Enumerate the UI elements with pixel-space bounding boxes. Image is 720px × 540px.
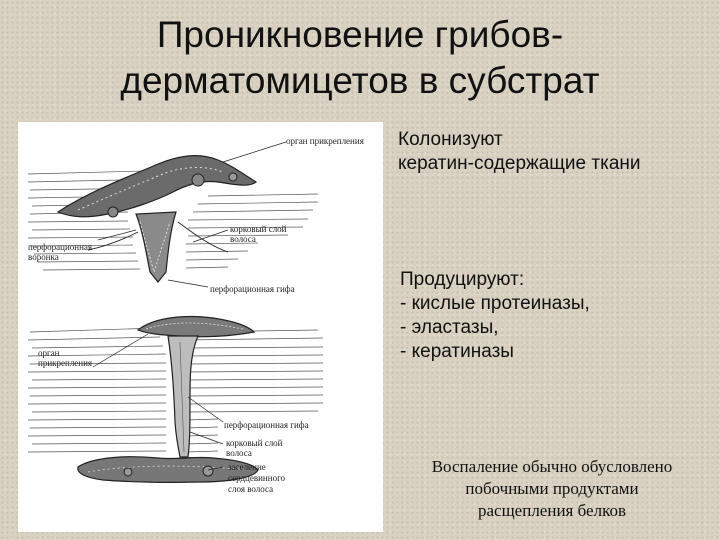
label-cortex-top-1: корковый слой [230, 224, 287, 234]
colonize-line-1: Колонизуют [398, 129, 503, 150]
label-perforation-hypha-bottom: перфорационная гифа [224, 420, 309, 430]
produce-line-2: - кислые протеиназы, [400, 293, 590, 314]
label-attachment-organ-top: орган прикрепления [286, 136, 364, 146]
note-line-3: расщепления белков [478, 501, 626, 520]
lower-medulla-colonization [77, 456, 259, 483]
label-cortex-bottom-1: корковый слой [226, 438, 283, 448]
label-perforation-funnel-1: перфорационная [28, 242, 93, 252]
upper-hatching [27, 169, 319, 271]
illustration-drawing [27, 141, 324, 483]
label-medulla-1: заселение [228, 462, 266, 472]
label-attachment-organ-left-1: орган [38, 348, 60, 358]
title-line-2: дерматомицетов в субстрат [120, 60, 600, 101]
colonize-text: Колонизуют кератин-содержащие ткани [398, 128, 641, 176]
label-medulla-2: сердцевинного [228, 473, 286, 483]
produce-line-1: Продуцируют: [400, 269, 525, 290]
label-medulla-3: слоя волоса [228, 484, 274, 494]
label-cortex-top-2: волоса [230, 234, 256, 244]
slide-title: Проникновение грибов- дерматомицетов в с… [40, 12, 680, 104]
dermatophyte-illustration: орган прикрепления перфорационная воронк… [18, 122, 383, 532]
label-perforation-hypha-top: перфорационная гифа [210, 284, 295, 294]
lower-leader-lines [92, 333, 224, 471]
upper-perforation-hypha [87, 211, 229, 283]
lower-hatching [27, 327, 324, 453]
note-line-1: Воспаление обычно обусловлено [431, 457, 673, 476]
upper-leader-lines [97, 141, 287, 288]
label-cortex-bottom-2: волоса [226, 448, 252, 458]
label-attachment-organ-left-2: прикрепления [38, 358, 93, 368]
note-line-2: побочными продуктами [465, 479, 639, 498]
label-perforation-funnel-2: воронка [28, 252, 59, 262]
produce-text: Продуцируют: - кислые протеиназы, - элас… [400, 268, 590, 364]
lower-attachment-organ [136, 315, 256, 338]
inflammation-note: Воспаление обычно обусловлено побочными … [392, 456, 712, 522]
title-line-1: Проникновение грибов- [156, 14, 564, 55]
colonize-line-2: кератин-содержащие ткани [398, 153, 641, 174]
produce-line-3: - эластазы, [400, 317, 499, 338]
upper-fungal-mass [56, 155, 258, 218]
lower-perforation-hypha [167, 335, 199, 458]
produce-line-4: - кератиназы [400, 341, 514, 362]
